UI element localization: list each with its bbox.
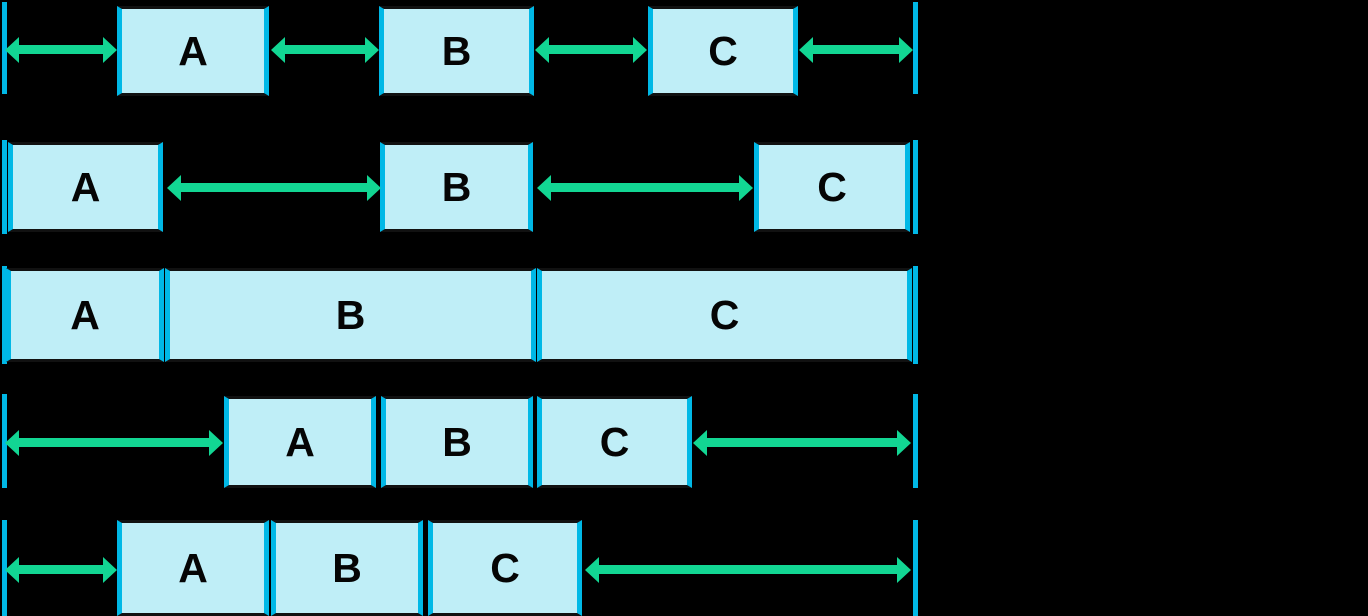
flex-item-box: B — [381, 396, 533, 488]
container-right-edge — [913, 520, 918, 616]
gap-measure-arrow — [18, 45, 104, 54]
flex-item-label: B — [332, 544, 362, 591]
container-right-edge — [913, 394, 918, 488]
flex-item-label: A — [178, 27, 208, 74]
flex-item-box: B — [379, 6, 534, 96]
flex-item-box: B — [380, 142, 533, 232]
flex-container-row: A B C — [0, 520, 940, 616]
flex-item-label: A — [178, 544, 208, 591]
flex-item-label: C — [708, 27, 738, 74]
flex-item-box: C — [754, 142, 910, 232]
flex-item-box: A — [117, 520, 269, 616]
gap-measure-arrow — [284, 45, 366, 54]
gap-measure-arrow — [180, 183, 368, 192]
flex-item-box: A — [8, 142, 163, 232]
container-right-edge — [913, 2, 918, 94]
gap-measure-arrow — [598, 565, 898, 574]
flex-container-row: A B C — [0, 394, 940, 488]
flex-item-box: A — [224, 396, 376, 488]
container-right-edge — [913, 140, 918, 234]
flex-item-label: C — [709, 291, 740, 338]
flex-container-row: A B C — [0, 266, 940, 364]
container-right-edge — [913, 266, 918, 364]
flex-item-label: B — [335, 291, 366, 338]
flex-item-label: A — [285, 418, 315, 465]
flex-container-row: A B C — [0, 2, 940, 96]
flex-item-box: C — [537, 268, 912, 362]
flex-item-box: C — [428, 520, 582, 616]
flex-item-box: C — [537, 396, 692, 488]
container-left-edge — [2, 140, 7, 234]
flex-item-label: B — [441, 163, 472, 210]
flex-item-label: B — [442, 418, 472, 465]
gap-measure-arrow — [18, 438, 210, 447]
flex-item-box: B — [271, 520, 423, 616]
flex-item-label: C — [599, 418, 630, 465]
gap-measure-arrow — [550, 183, 740, 192]
flex-item-box: C — [648, 6, 798, 96]
flex-item-label: B — [441, 27, 472, 74]
container-left-edge — [2, 266, 7, 364]
flex-item-box: A — [117, 6, 269, 96]
flex-container-row: A B C — [0, 140, 940, 234]
gap-measure-arrow — [18, 565, 104, 574]
gap-measure-arrow — [548, 45, 634, 54]
flex-item-box: A — [6, 268, 164, 362]
gap-measure-arrow — [706, 438, 898, 447]
flex-item-label: A — [70, 163, 101, 210]
flex-item-box: B — [165, 268, 536, 362]
gap-measure-arrow — [812, 45, 900, 54]
flex-item-label: C — [490, 544, 520, 591]
flex-item-label: A — [70, 291, 100, 338]
flex-item-label: C — [817, 163, 847, 210]
